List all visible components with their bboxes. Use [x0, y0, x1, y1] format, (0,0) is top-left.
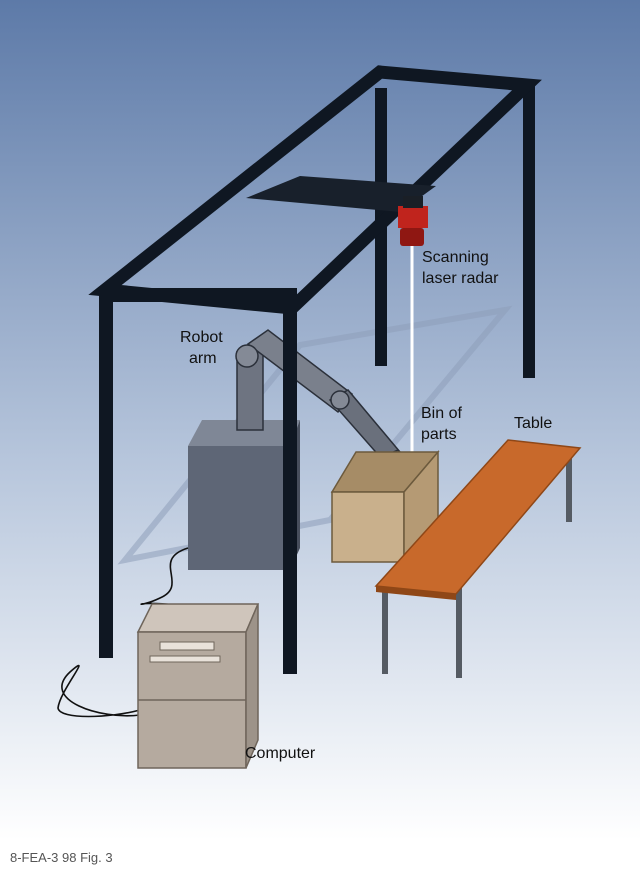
- label-table: Table: [514, 415, 553, 432]
- cables: [57, 547, 189, 718]
- table: [374, 439, 582, 678]
- workcell-diagram: [0, 0, 640, 840]
- frame-front: [99, 288, 297, 674]
- label-scanning-laser-radar-1: Scanning: [422, 249, 489, 266]
- label-scanning-laser-radar-2: laser radar: [422, 270, 499, 287]
- label-computer: Computer: [245, 745, 316, 762]
- figure-caption: 8-FEA-3 98 Fig. 3: [10, 850, 113, 865]
- label-bin-of-parts-2: parts: [421, 426, 457, 443]
- label-bin-of-parts-1: Bin of: [421, 405, 462, 422]
- computer: [136, 603, 260, 769]
- laser-scanner: [398, 196, 428, 246]
- label-robot-arm-2: arm: [189, 350, 217, 367]
- label-robot-arm-1: Robot: [180, 329, 223, 346]
- frame-crossbeam: [246, 176, 436, 212]
